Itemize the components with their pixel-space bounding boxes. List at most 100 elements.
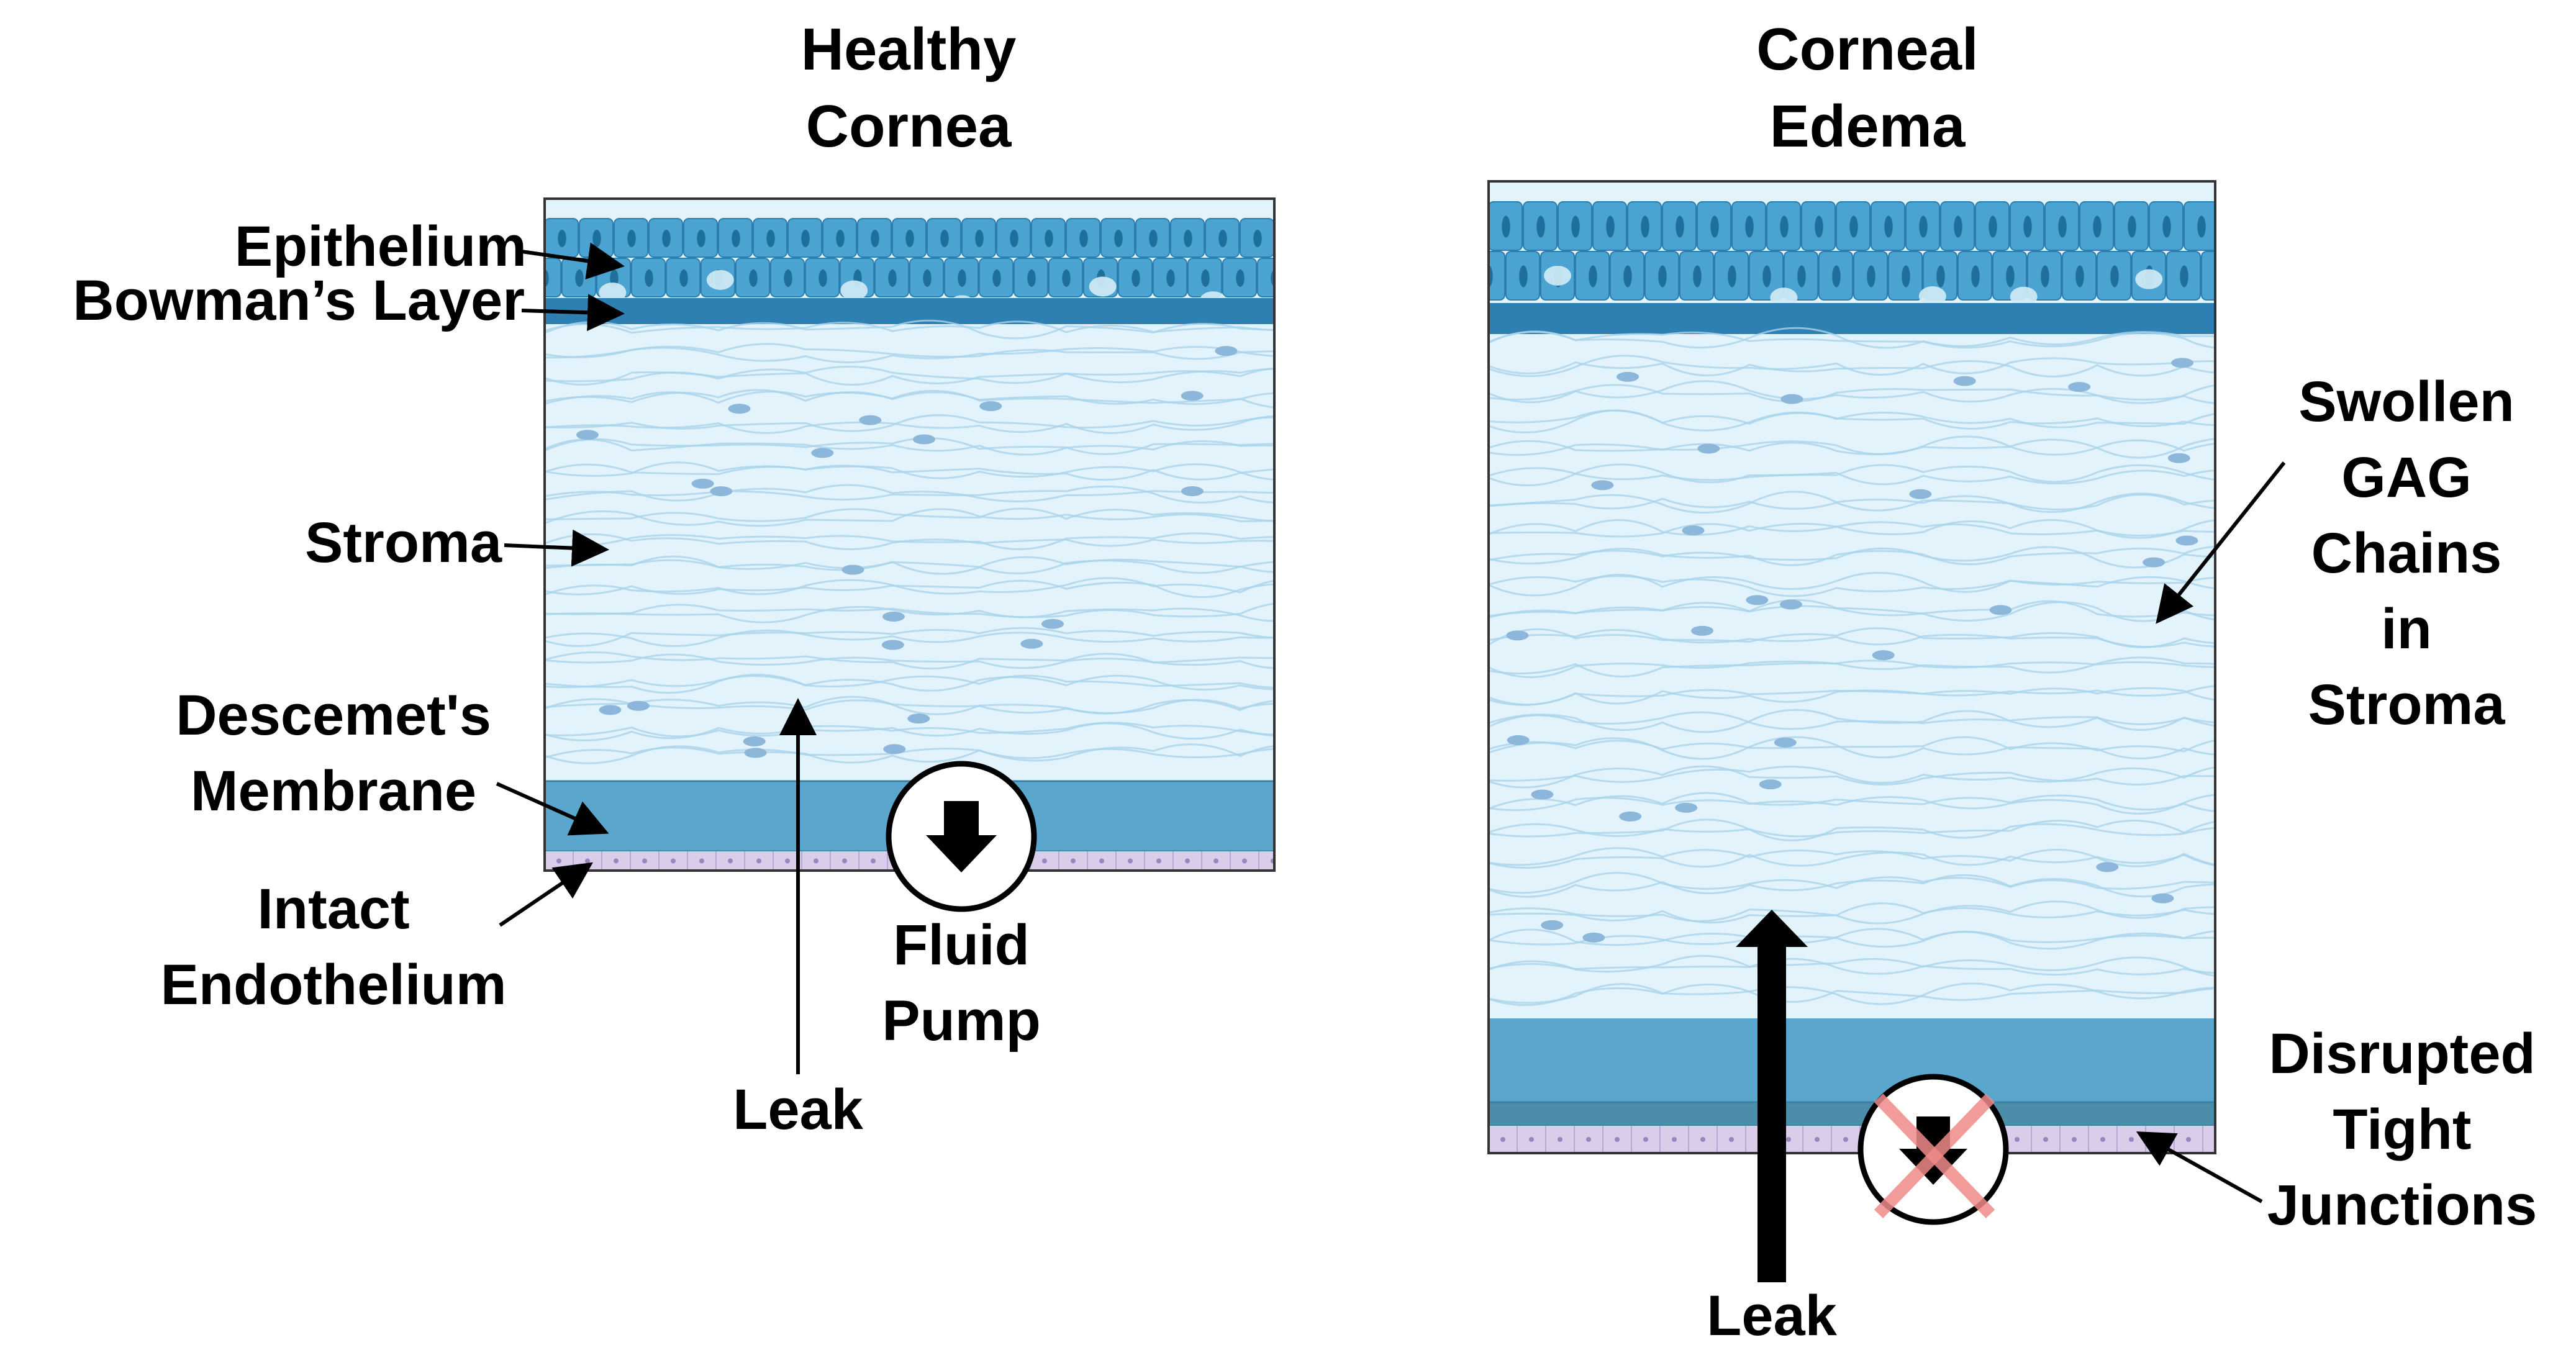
cell-nucleus [1536, 215, 1545, 238]
cell-nucleus [697, 229, 705, 248]
cell-nucleus [1253, 229, 1262, 248]
edema-bowman-layer [1489, 303, 2215, 334]
collagen-fiber [545, 365, 1274, 384]
cell-nucleus [1849, 215, 1858, 238]
endothelial-nucleus [1786, 1137, 1791, 1142]
disabled-pump-icon [1857, 1074, 2009, 1225]
cell-nucleus [1919, 215, 1928, 238]
cell-nucleus [1971, 265, 1980, 288]
cell-nucleus [1989, 215, 1997, 238]
collagen-fiber [545, 320, 1274, 334]
keratocyte [1582, 932, 1605, 943]
endothelial-nucleus [2043, 1137, 2048, 1142]
endothelial-nucleus [756, 858, 761, 864]
cell-nucleus [1797, 265, 1806, 288]
collagen-fiber [1489, 902, 2215, 922]
cell-nucleus [940, 229, 949, 248]
endothelial-nucleus [1156, 858, 1161, 864]
keratocyte [1531, 789, 1554, 800]
cell-nucleus [1502, 215, 1510, 238]
keratocyte [1541, 920, 1564, 930]
endothelial-nucleus [842, 858, 847, 864]
collagen-fiber [1489, 409, 2215, 433]
collagen-fiber [545, 674, 1274, 689]
cell-nucleus [801, 229, 810, 248]
collagen-fiber [1489, 628, 2215, 648]
keratocyte [1872, 650, 1895, 661]
edema-title-line1: Corneal [1756, 16, 1978, 83]
cell-nucleus [1832, 265, 1841, 288]
healthy-bowman-layer [545, 298, 1274, 324]
cell-nucleus [2058, 215, 2067, 238]
keratocyte [1181, 391, 1204, 401]
keratocyte [882, 612, 905, 622]
collagen-fiber [545, 577, 1274, 595]
endothelial-nucleus [1242, 858, 1247, 864]
collagen-fiber [545, 485, 1274, 504]
keratocyte [811, 448, 834, 458]
collagen-fiber [1489, 575, 2215, 597]
keratocyte [2175, 535, 2198, 546]
keratocyte [691, 478, 714, 489]
cell-nucleus [645, 269, 653, 288]
endothelial-nucleus [556, 858, 561, 864]
endothelial-nucleus [1185, 858, 1190, 864]
collagen-fiber [545, 605, 1274, 623]
cell-nucleus [592, 229, 601, 248]
label-disrupted-line1: Disrupted [2269, 1022, 2535, 1085]
cell-nucleus [958, 269, 966, 288]
collagen-fiber [545, 722, 1274, 741]
cell-nucleus [1728, 265, 1736, 288]
collagen-fiber [545, 346, 1274, 363]
cell-nucleus [575, 269, 584, 288]
collagen-fiber [545, 414, 1274, 432]
collagen-fiber [1489, 794, 2215, 815]
collagen-fiber [1489, 656, 2215, 679]
keratocyte [907, 713, 930, 724]
keratocyte [2151, 893, 2174, 903]
keratocyte [1759, 779, 1782, 790]
epithelial-cell [2201, 251, 2215, 301]
edema-title-line2: Edema [1770, 93, 1966, 160]
collagen-fiber [1489, 766, 2215, 784]
label-descemets-line2: Membrane [191, 759, 476, 823]
collagen-fiber [1489, 380, 2215, 404]
collagen-fiber [545, 508, 1274, 527]
cell-nucleus [992, 269, 1001, 288]
collagen-fiber [545, 579, 1274, 599]
keratocyte [841, 564, 864, 575]
endothelial-nucleus [2129, 1137, 2134, 1142]
edema-epithelium [1489, 201, 2215, 324]
collagen-fiber [1489, 958, 2215, 976]
keratocyte [1041, 618, 1064, 629]
endothelial-nucleus [1843, 1137, 1848, 1142]
healthy-panel: Healthy Cornea Epithelium Bowman’s Layer… [73, 16, 1276, 1141]
keratocyte [1181, 486, 1204, 496]
collagen-fiber [1489, 874, 2215, 898]
edema-descemet-underlayer [1489, 1101, 2215, 1127]
healthy-keratocytes [576, 346, 1238, 758]
keratocyte [2167, 453, 2190, 463]
collagen-fiber [545, 699, 1274, 714]
cell-nucleus [1780, 215, 1789, 238]
cell-nucleus [2180, 265, 2188, 288]
label-stroma: Stroma [305, 511, 502, 574]
keratocyte [599, 705, 622, 715]
cell-nucleus [2075, 265, 2084, 288]
collagen-fiber [1489, 327, 2215, 349]
label-disrupted-line3: Junctions [2267, 1174, 2537, 1237]
collagen-fiber [1489, 983, 2215, 1004]
cell-nucleus [749, 269, 758, 288]
label-epithelium: Epithelium [235, 215, 527, 278]
keratocyte [1697, 443, 1720, 454]
cell-nucleus [1079, 229, 1088, 248]
collagen-fiber [1489, 711, 2215, 731]
cell-nucleus [2128, 215, 2136, 238]
endothelial-nucleus [1672, 1137, 1677, 1142]
endothelial-nucleus [1071, 858, 1076, 864]
keratocyte [1506, 630, 1529, 641]
endothelial-nucleus [785, 858, 790, 864]
label-pump-line2: Pump [882, 989, 1041, 1053]
keratocyte [1619, 811, 1642, 822]
cell-nucleus [2023, 215, 2032, 238]
